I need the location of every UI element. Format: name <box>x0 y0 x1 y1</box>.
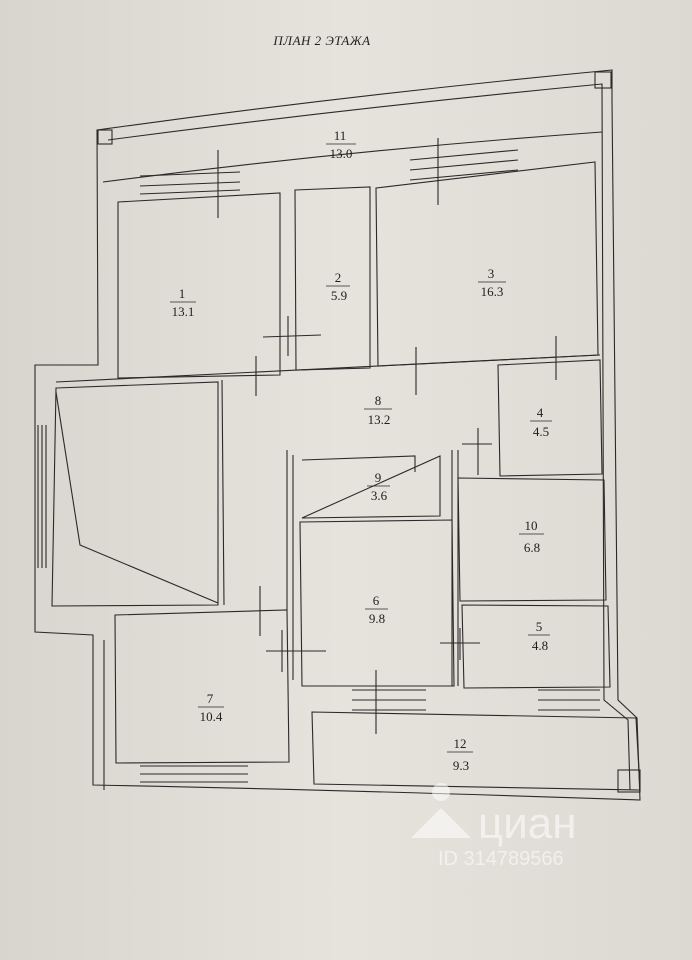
window-room-5 <box>538 689 600 711</box>
room-7-number: 7 <box>207 691 214 706</box>
room-2-outline <box>294 186 371 371</box>
room-label-2: 2 5.9 <box>326 270 350 303</box>
room-11-number: 11 <box>334 128 347 143</box>
room-label-1: 1 13.1 <box>170 286 196 319</box>
room-10-area: 6.8 <box>524 540 540 555</box>
watermark-brand: циан <box>478 799 577 848</box>
room-9-number: 9 <box>375 470 382 485</box>
room-7-area: 10.4 <box>200 709 223 724</box>
partition-east <box>451 450 459 686</box>
door-marks-north <box>217 138 439 356</box>
room-7-outline <box>114 609 290 764</box>
room-label-10: 10 6.8 <box>519 518 544 555</box>
balcony-11-post-right <box>594 71 612 89</box>
outer-wall-inner-line <box>107 83 631 791</box>
partition-central <box>286 450 294 680</box>
room-labels: 1 13.1 2 5.9 3 16.3 4 4.5 5 4.8 6 9.8 <box>170 128 552 773</box>
window-left <box>37 425 47 568</box>
room-12-area: 9.3 <box>453 758 469 773</box>
room-12-number: 12 <box>454 736 467 751</box>
room-11-area: 13.0 <box>330 146 353 161</box>
outer-wall <box>34 69 641 801</box>
cian-logo-icon <box>411 783 471 838</box>
room-8-number: 8 <box>375 393 382 408</box>
room-9-outline <box>301 455 441 519</box>
room-label-9: 9 3.6 <box>367 470 390 503</box>
room-2-number: 2 <box>335 270 342 285</box>
room-10-number: 10 <box>525 518 538 533</box>
room-8-area: 13.2 <box>368 412 391 427</box>
room-5-outline <box>461 604 611 689</box>
room-4-outline <box>497 359 603 477</box>
room-label-6: 6 9.8 <box>365 593 388 626</box>
staircase-diagonal <box>55 391 219 604</box>
room-2-area: 5.9 <box>331 288 347 303</box>
window-room-6 <box>352 689 426 711</box>
window-room-7 <box>140 765 248 783</box>
corridor-8-top <box>55 354 601 383</box>
room-1-number: 1 <box>179 286 186 301</box>
room-label-11: 11 13.0 <box>326 128 356 161</box>
staircase-outline <box>51 381 219 607</box>
window-room-1 <box>139 171 241 195</box>
balcony-11-post-left <box>97 129 113 145</box>
room-6-outline <box>299 519 455 687</box>
room-6-area: 9.8 <box>369 611 385 626</box>
room-label-7: 7 10.4 <box>198 691 224 724</box>
room-label-3: 3 16.3 <box>478 266 506 299</box>
room-label-8: 8 13.2 <box>364 393 392 427</box>
room-10-outline <box>457 477 607 602</box>
room-1-area: 13.1 <box>172 304 195 319</box>
room-1-outline <box>117 192 281 379</box>
balcony-12-post <box>617 769 641 793</box>
room-5-number: 5 <box>536 619 543 634</box>
plan-title: ПЛАН 2 ЭТАЖА <box>272 33 370 48</box>
room-3-number: 3 <box>488 266 495 281</box>
room-4-number: 4 <box>537 405 544 420</box>
corridor-8-left <box>221 379 225 606</box>
watermark-listing-id: ID 314789566 <box>438 848 564 870</box>
door-marks-corridor <box>255 336 557 475</box>
room-4-area: 4.5 <box>533 424 549 439</box>
room-5-area: 4.8 <box>532 638 548 653</box>
room-label-5: 5 4.8 <box>528 619 550 653</box>
room-9-area: 3.6 <box>371 488 388 503</box>
door-marks-south <box>259 586 326 672</box>
room-label-12: 12 9.3 <box>447 736 473 773</box>
door-marks-east <box>375 628 480 734</box>
room-6-number: 6 <box>373 593 380 608</box>
room-3-area: 16.3 <box>481 284 504 299</box>
window-room-3 <box>409 149 519 181</box>
room-label-4: 4 4.5 <box>530 405 552 439</box>
balcony-11-edge <box>102 131 603 183</box>
walls <box>34 69 641 801</box>
watermark: циан ID 314789566 <box>411 783 577 870</box>
